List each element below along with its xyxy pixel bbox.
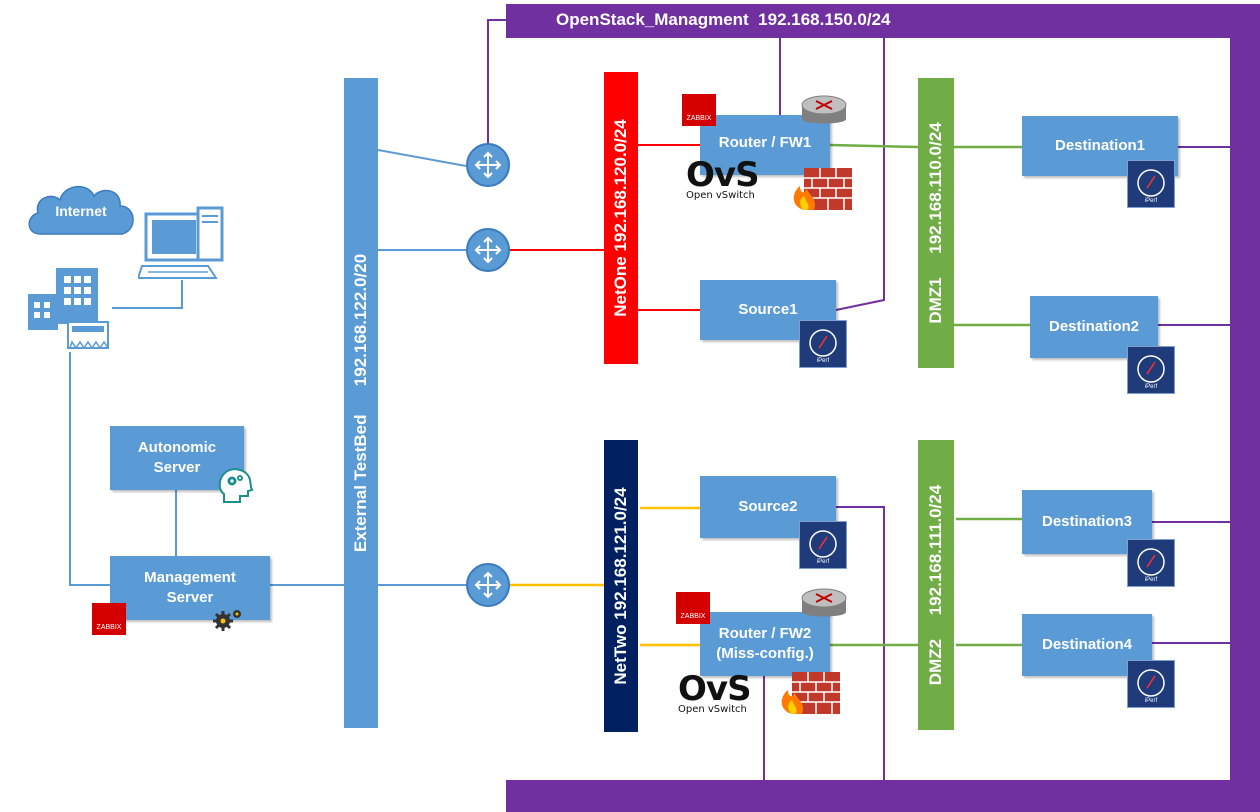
wire-router-top-mgmt	[487, 19, 508, 145]
external-testbed-label: External TestBed 192.168.122.0/20	[351, 253, 370, 553]
svg-text:iPerf: iPerf	[1145, 384, 1158, 390]
router-fw1-node[interactable]: Router / FW1	[700, 115, 830, 175]
svg-text:iPerf: iPerf	[817, 559, 830, 565]
source2-label: Source2	[738, 497, 798, 515]
destination2-label: Destination2	[1048, 317, 1139, 335]
building-icon	[24, 268, 120, 354]
gauge-icon: iPerf	[1127, 539, 1175, 587]
management-network-bar: OpenStack_Managment 192.168.150.0/24	[506, 4, 1230, 38]
router-fw2-label: Router / FW2	[718, 624, 812, 642]
management-server-label: Management Server	[144, 568, 236, 606]
svg-text:iPerf: iPerf	[1145, 198, 1158, 204]
router-icon	[466, 143, 510, 187]
dmz1-bar: DMZ1 192.168.110.0/24	[918, 78, 954, 368]
internet-label: Internet	[55, 203, 107, 219]
openvswitch-logo: OvS Open vSwitch	[686, 155, 760, 201]
cloud-icon: Internet	[22, 176, 140, 246]
destination2-node[interactable]: Destination2	[1030, 296, 1158, 358]
router-icon	[800, 95, 848, 129]
zabbix-logo: ZABBIX	[682, 94, 716, 126]
router-fw2-node[interactable]: Router / FW2 (Miss-config.)	[700, 612, 830, 676]
router-icon	[466, 228, 510, 272]
nettwo-label: NetTwo 192.168.121.0/24	[611, 487, 630, 685]
zabbix-logo: ZABBIX	[92, 603, 126, 635]
svg-text:iPerf: iPerf	[1145, 698, 1158, 704]
source1-label: Source1	[738, 300, 798, 318]
wire-source2-mgmt	[836, 506, 885, 782]
brain-icon	[216, 466, 254, 504]
dmz1-label: DMZ1 192.168.110.0/24	[926, 122, 945, 324]
management-network-right-bar	[1230, 4, 1260, 812]
gauge-icon: iPerf	[1127, 660, 1175, 708]
external-testbed-bar: External TestBed 192.168.122.0/20	[344, 78, 378, 728]
desktop-computer-icon	[136, 206, 228, 282]
wire-fw1-dmz1	[829, 143, 919, 149]
netone-bar: NetOne 192.168.120.0/24	[604, 72, 638, 364]
svg-text:iPerf: iPerf	[1145, 577, 1158, 583]
wire-building-mgmt	[69, 352, 110, 586]
gauge-icon: iPerf	[1127, 346, 1175, 394]
management-network-bottom-bar	[506, 780, 1230, 812]
autonomic-server-label: Autonomic Server	[137, 438, 217, 476]
nettwo-bar: NetTwo 192.168.121.0/24	[604, 440, 638, 732]
destination1-label: Destination1	[1054, 136, 1145, 154]
svg-text:iPerf: iPerf	[817, 358, 830, 364]
destination3-label: Destination3	[1041, 512, 1132, 530]
openvswitch-logo: OvS Open vSwitch	[678, 669, 752, 715]
netone-label: NetOne 192.168.120.0/24	[611, 119, 630, 317]
gauge-icon: iPerf	[799, 320, 847, 368]
firewall-icon	[790, 166, 854, 212]
dmz2-bar: DMZ2 192.168.111.0/24	[918, 440, 954, 730]
gears-icon	[212, 606, 244, 632]
autonomic-server-node[interactable]: Autonomic Server	[110, 426, 244, 490]
firewall-icon	[778, 670, 842, 716]
wire-ext-router-top	[377, 149, 467, 167]
zabbix-logo: ZABBIX	[676, 592, 710, 624]
router-fw2-misconfig-label: (Miss-config.)	[716, 645, 814, 662]
management-network-label: OpenStack_Managment 192.168.150.0/24	[556, 10, 891, 29]
wire-source1-mgmt	[835, 38, 885, 311]
dmz2-label: DMZ2 192.168.111.0/24	[926, 484, 945, 686]
destination4-label: Destination4	[1041, 635, 1132, 653]
wire-building-pc	[112, 280, 183, 309]
gauge-icon: iPerf	[1127, 160, 1175, 208]
router-fw1-label: Router / FW1	[718, 134, 812, 151]
router-icon	[466, 563, 510, 607]
router-icon	[800, 588, 848, 622]
management-server-node[interactable]: Management Server	[110, 556, 270, 620]
gauge-icon: iPerf	[799, 521, 847, 569]
